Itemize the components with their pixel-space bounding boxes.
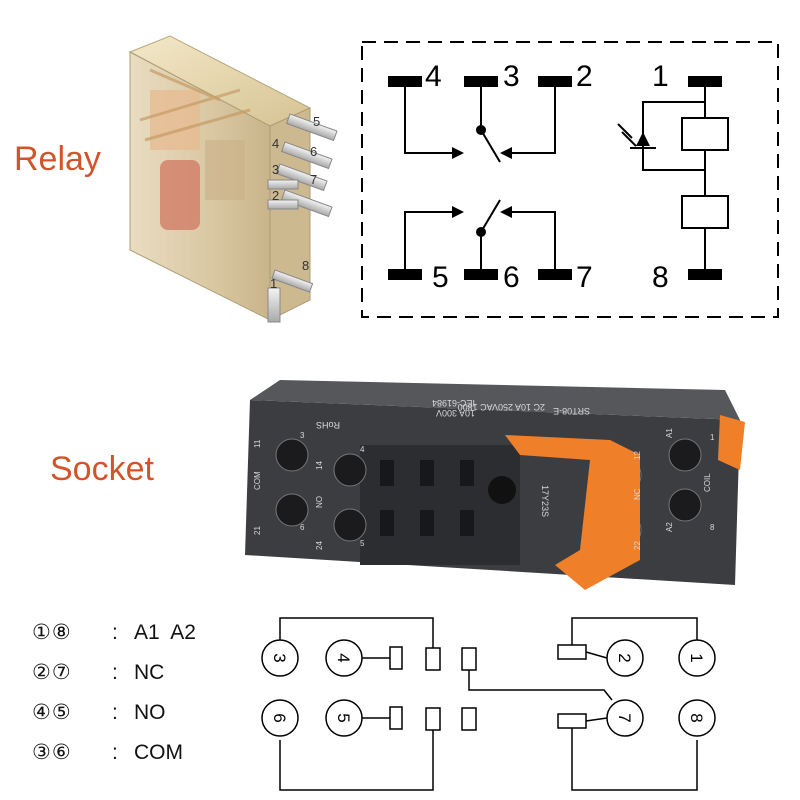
terminal-pad <box>538 269 572 280</box>
wiring-pin-number: 8 <box>687 713 706 722</box>
socket-terminal-label: A1 <box>665 428 674 438</box>
relay-pin-mark: 6 <box>310 144 317 159</box>
schematic-pin-label: 1 <box>652 60 669 93</box>
socket-rating2: 10A 300V <box>436 408 475 418</box>
socket-terminal-label: A2 <box>665 522 674 532</box>
schematic-pin-label: 5 <box>432 261 449 294</box>
relay-pin-mark: 5 <box>313 114 320 129</box>
legend-pins: ③⑥ <box>32 741 72 764</box>
wiring-pin-circle <box>325 639 363 677</box>
socket-rohs: RoHS <box>316 420 340 430</box>
terminal-pad <box>688 269 722 280</box>
terminal-pad <box>538 76 572 87</box>
socket-photo: SRT08-E 2C 10A 250VAC 1800 10A 300V IEC-… <box>245 380 745 590</box>
socket-wiring-diagram: 3 4 2 1 6 5 7 8 <box>261 617 716 791</box>
screw-terminal <box>668 438 702 472</box>
screw-terminal <box>275 438 309 472</box>
schematic-pin-label: 4 <box>425 60 442 93</box>
legend-pins: ④⑤ <box>32 701 72 724</box>
socket-terminal-label: COIL <box>703 473 712 492</box>
socket-terminal-label: 1 <box>710 433 715 442</box>
screw-terminal <box>333 453 367 487</box>
wiring-pin-circle <box>606 639 644 677</box>
legend-desc: COM <box>134 741 183 764</box>
socket-terminal-label: 3 <box>300 431 305 440</box>
relay-pin-mark: 2 <box>272 188 279 203</box>
relay-pin-mark: 7 <box>310 172 317 187</box>
schematic-pin-label: 8 <box>652 261 669 294</box>
wiring-pin-number: 3 <box>270 653 289 662</box>
schematic-pin-label: 3 <box>503 60 520 93</box>
terminal-pad <box>388 76 422 87</box>
socket-terminal-label: NO <box>315 496 324 508</box>
legend-desc: A1 A2 <box>134 621 196 644</box>
legend-pins: ①⑧ <box>32 621 72 644</box>
socket-terminal-label: 8 <box>710 523 715 532</box>
socket-terminal-label: 14 <box>315 461 324 470</box>
wiring-pin-circle <box>261 639 299 677</box>
schematic-pin-label: 7 <box>576 261 593 294</box>
socket-terminal-label: COM <box>253 471 262 490</box>
socket-rating1: 2C 10A 250VAC 1800 <box>458 402 545 412</box>
screw-terminal <box>668 488 702 522</box>
relay-pin-mark: 4 <box>272 136 279 151</box>
wiring-pin-circle <box>678 699 716 737</box>
legend-row-com: ③⑥:COM <box>32 741 183 764</box>
socket-standard: IEC-61984 <box>432 398 475 408</box>
relay-pin-mark: 1 <box>270 276 277 291</box>
wiring-pin-number: 5 <box>334 713 353 722</box>
legend-desc: NC <box>134 661 165 684</box>
socket-terminal-label: 4 <box>360 445 365 454</box>
wiring-pin-circle <box>678 639 716 677</box>
terminal-pad <box>464 269 498 280</box>
terminal-pad <box>688 76 722 87</box>
relay-pin-mark: 8 <box>302 258 309 273</box>
socket-terminal-label: 12 <box>633 451 642 460</box>
socket-terminal-label: NC <box>633 488 642 500</box>
schematic-pin-label: 2 <box>576 60 593 93</box>
wiring-pin-number: 4 <box>334 653 353 662</box>
wiring-pin-number: 7 <box>615 713 634 722</box>
socket-terminal-label: 21 <box>253 526 262 535</box>
socket-terminal-label: 6 <box>300 523 305 532</box>
wiring-pin-number: 6 <box>270 713 289 722</box>
socket-terminal-label: 24 <box>315 541 324 550</box>
terminal-pad <box>464 76 498 87</box>
legend-row-coil: ①⑧:A1 A2 <box>32 621 196 644</box>
socket-model: SRT08-E <box>553 406 590 416</box>
wiring-pin-circle <box>325 699 363 737</box>
retaining-clip <box>505 435 640 590</box>
schematic-dashed-border <box>361 41 779 318</box>
legend-pins: ②⑦ <box>32 661 72 684</box>
legend-row-nc: ②⑦:NC <box>32 661 165 684</box>
wiring-pin-number: 2 <box>615 653 634 662</box>
relay-schematic: 4 3 2 1 5 6 7 8 <box>361 41 779 318</box>
schematic-pin-label: 6 <box>503 261 520 294</box>
socket-lot: 17Y23S <box>540 485 550 517</box>
relay-pin-mark: 3 <box>272 162 279 177</box>
socket-terminal-label: 22 <box>633 541 642 550</box>
wiring-pin-circle <box>261 699 299 737</box>
legend-row-no: ④⑤:NO <box>32 701 166 724</box>
relay-label: Relay <box>14 140 101 178</box>
legend-desc: NO <box>134 701 166 724</box>
wiring-pin-number: 1 <box>687 653 706 662</box>
screw-terminal <box>333 508 367 542</box>
screw-terminal <box>275 493 309 527</box>
relay-photo: 5 4 6 3 7 2 8 1 <box>128 35 338 323</box>
terminal-pad <box>388 269 422 280</box>
socket-label: Socket <box>50 450 154 488</box>
socket-terminal-label: 5 <box>360 539 365 548</box>
wiring-pin-circle <box>606 699 644 737</box>
socket-terminal-label: 11 <box>253 439 262 448</box>
